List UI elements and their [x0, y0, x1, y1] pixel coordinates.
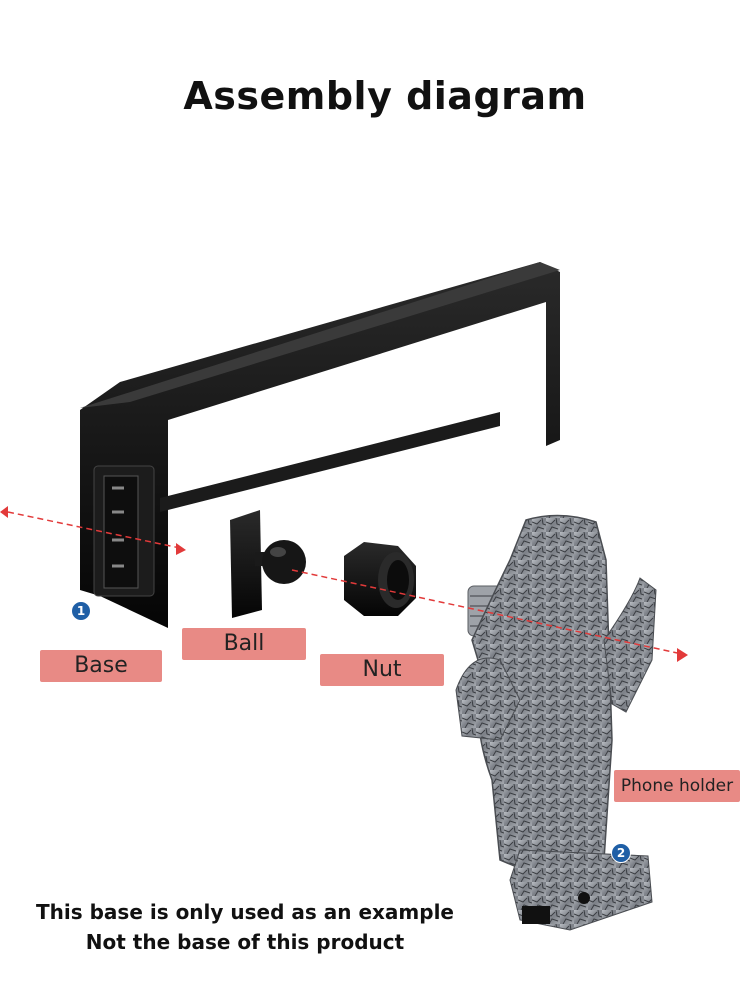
note-line-2: Not the base of this product	[85, 930, 405, 954]
page-title: Assembly diagram	[183, 74, 587, 118]
nut-part	[344, 542, 416, 616]
base-part	[80, 262, 560, 628]
label-base: Base	[40, 650, 162, 682]
ball-part	[230, 510, 306, 618]
note-line-1: This base is only used as an example	[36, 900, 454, 924]
phone-holder-part	[455, 514, 657, 931]
step-badge-1: 1	[71, 601, 91, 621]
assembly-axis	[0, 506, 688, 662]
step-badge-2: 2	[611, 843, 631, 863]
label-nut: Nut	[320, 654, 444, 686]
label-phone-holder: Phone holder	[614, 770, 740, 802]
label-ball: Ball	[182, 628, 306, 660]
